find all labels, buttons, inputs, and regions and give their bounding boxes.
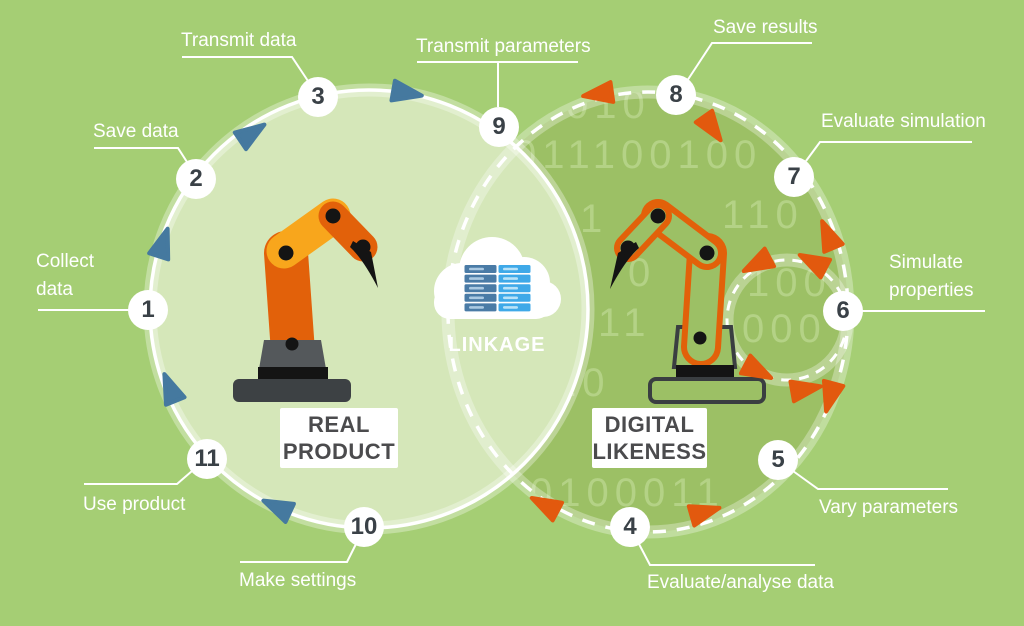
step-label-line: Simulate — [889, 252, 963, 273]
orange-flow-arrow-icon — [693, 108, 723, 143]
step-label-2: Save data — [93, 118, 179, 146]
digital-likeness-title-box: DIGITAL LIKENESS — [592, 408, 707, 468]
binary-digits: 1 — [580, 197, 608, 241]
step-label-line: data — [36, 279, 73, 300]
orange-flow-arrow-icon — [738, 353, 774, 381]
blue-flow-arrow-icon — [147, 226, 171, 262]
step-label-3: Transmit data — [181, 27, 296, 55]
step-badge-5: 5 — [758, 440, 798, 480]
step-label-9: Transmit parameters — [416, 33, 591, 61]
real-product-title-line2: PRODUCT — [282, 439, 396, 464]
step-label-11: Use product — [83, 491, 185, 519]
blue-flow-arrow-icon — [261, 498, 296, 524]
blue-flow-arrow-icon — [162, 372, 187, 407]
step-badge-4: 4 — [610, 507, 650, 547]
step-badge-1: 1 — [128, 290, 168, 330]
linkage-label: LINKAGE — [448, 334, 546, 356]
binary-digits: 110 — [722, 193, 804, 237]
blue-flow-arrow-icon — [389, 78, 424, 103]
step-label-5: Vary parameters — [819, 494, 958, 522]
connector-lines — [38, 42, 985, 566]
step-label-1: Collect data — [36, 248, 94, 304]
digital-robot-arm — [610, 199, 766, 404]
digital-likeness-title-line1: DIGITAL — [604, 412, 695, 437]
real-robot-arm — [233, 198, 378, 402]
step-label-8: Save results — [713, 14, 818, 42]
step-badge-10: 10 — [344, 507, 384, 547]
orange-flow-arrow-icon — [686, 504, 722, 528]
orange-flow-arrow-icon — [821, 378, 846, 414]
blue-flow-arrow-icon — [232, 122, 267, 152]
step-badge-9: 9 — [479, 107, 519, 147]
cloud-server-icon — [434, 237, 561, 319]
step-label-4: Evaluate/analyse data — [647, 569, 834, 597]
step-badge-11: 11 — [187, 439, 227, 479]
step-badge-6: 6 — [823, 291, 863, 331]
digital-likeness-title-line2: LIKENESS — [592, 439, 707, 464]
step-badge-8: 8 — [656, 75, 696, 115]
binary-digits: 000 — [742, 307, 827, 351]
step-label-line: Evaluate/analyse data — [647, 572, 834, 593]
orange-flow-arrow-icon — [820, 219, 845, 254]
step-badge-7: 7 — [774, 157, 814, 197]
orange-flow-arrow-icon — [581, 80, 616, 104]
real-product-title-line1: REAL — [308, 412, 370, 437]
step-label-line: Make settings — [239, 570, 357, 591]
server-rack-left — [464, 265, 497, 312]
step-badge-2: 2 — [176, 159, 216, 199]
step-label-line: Vary parameters — [819, 497, 959, 518]
step-label-7: Evaluate simulation — [821, 108, 986, 136]
step-label-line: Use product — [83, 494, 186, 515]
step-label-line: Evaluate simulation — [821, 111, 986, 132]
orange-flow-arrow-icon — [788, 379, 823, 404]
step-label-line: properties — [889, 280, 974, 301]
orange-flow-arrow-icon — [741, 246, 777, 274]
orange-flow-arrow-icon — [529, 495, 565, 523]
binary-digits: 11 — [598, 301, 652, 345]
orange-flow-arrow-icon — [797, 252, 833, 280]
step-label-6: Simulate properties — [889, 249, 974, 305]
step-label-line: Save results — [713, 17, 818, 38]
server-rack-right — [498, 265, 531, 312]
binary-digits: 011100100 — [514, 133, 762, 177]
real-circle-fill — [150, 90, 588, 528]
step-label-10: Make settings — [239, 567, 356, 595]
step-label-line: Transmit data — [181, 30, 297, 51]
step-label-line: Save data — [93, 121, 179, 142]
tool-tip — [350, 241, 378, 288]
step-label-line: Transmit parameters — [416, 36, 591, 57]
flow-arrows — [147, 78, 846, 528]
step-label-line: Collect — [36, 251, 95, 272]
real-product-title-box: REAL PRODUCT — [280, 408, 398, 468]
step-badge-3: 3 — [298, 77, 338, 117]
binary-digits: 0 — [628, 251, 656, 295]
